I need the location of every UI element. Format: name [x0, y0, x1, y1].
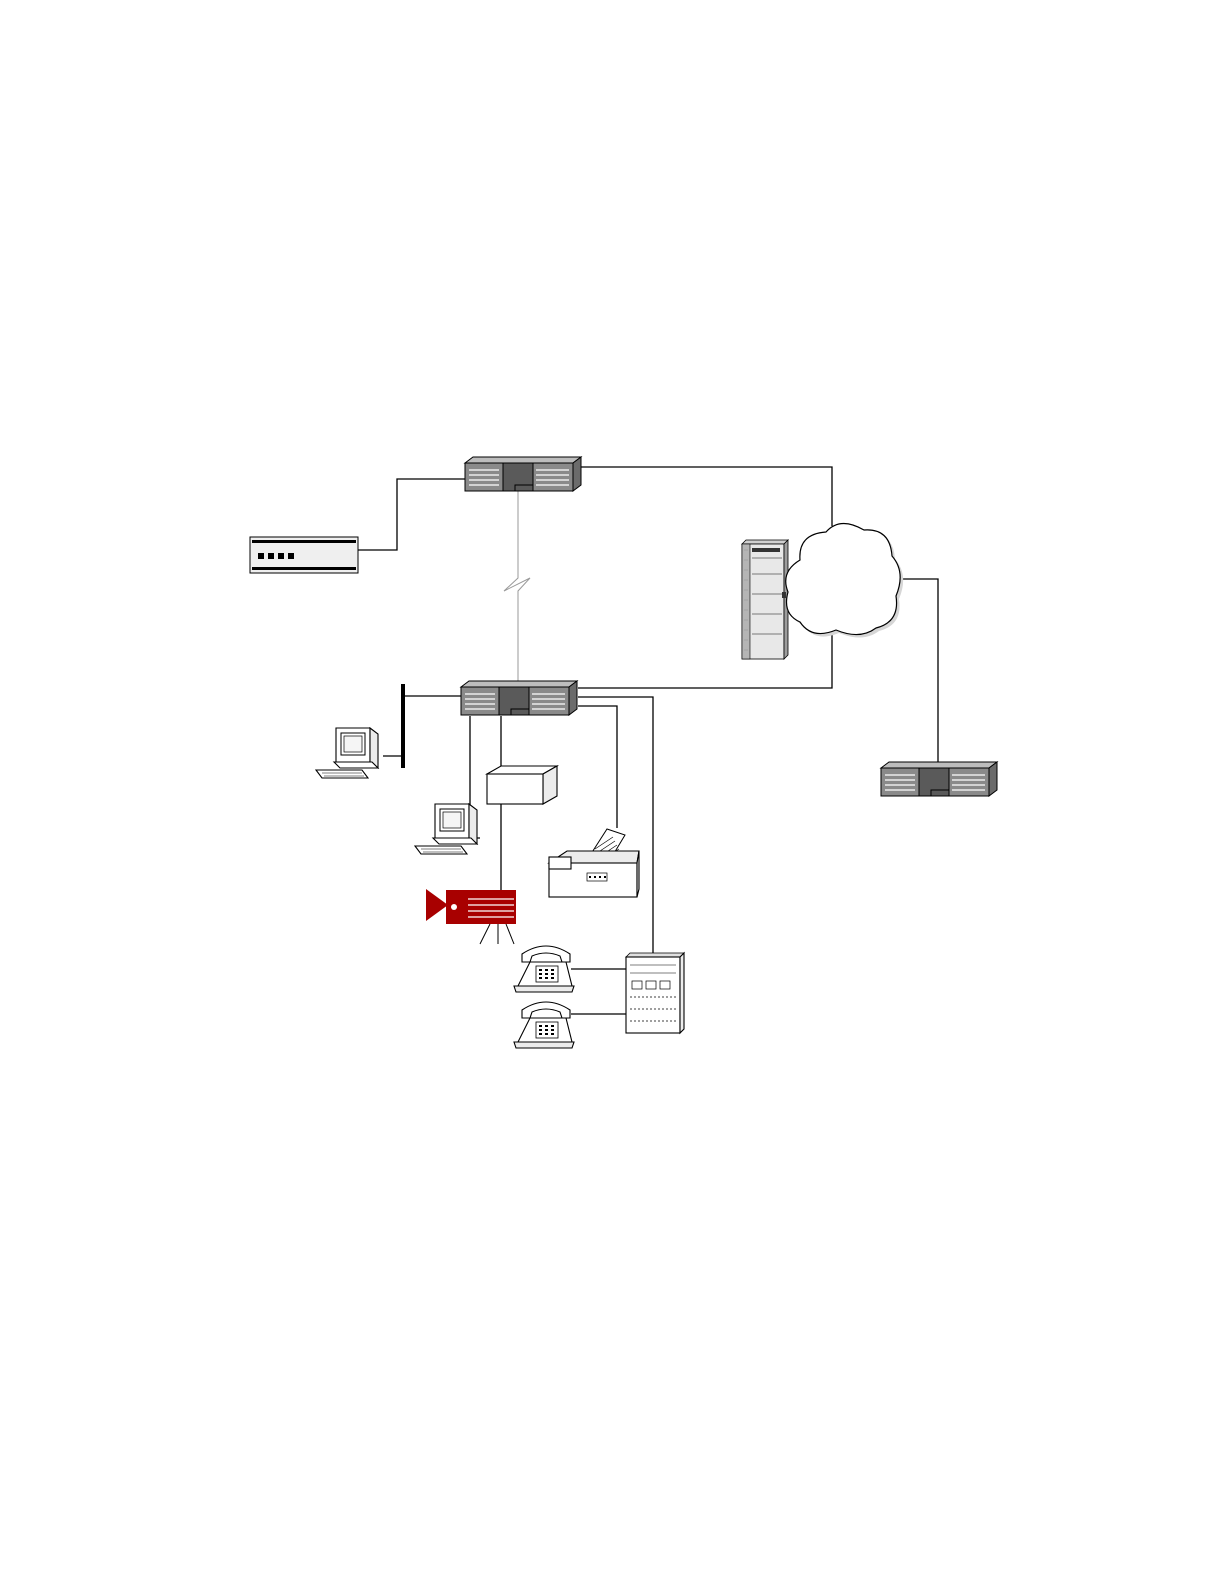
telephone-icon[interactable] — [514, 946, 574, 992]
box-icon[interactable] — [487, 766, 557, 804]
computer-icon[interactable] — [415, 804, 477, 854]
video-camera-icon[interactable] — [426, 889, 516, 944]
pbx-cabinet-icon[interactable] — [626, 953, 684, 1033]
link-router-center-printer — [578, 706, 617, 828]
modem-icon[interactable] — [250, 537, 358, 573]
telephone-icon[interactable] — [514, 1002, 574, 1048]
link-serial-top-center — [504, 491, 530, 684]
router-icon[interactable] — [461, 681, 577, 715]
link-router-center-cloud — [578, 632, 832, 688]
link-router-center-pbx — [578, 697, 653, 954]
router-icon[interactable] — [465, 457, 581, 491]
cloud-icon[interactable] — [786, 523, 903, 637]
computer-icon[interactable] — [316, 728, 378, 778]
router-icon[interactable] — [881, 762, 997, 796]
printer-icon[interactable] — [549, 829, 639, 897]
link-cloud-router-right — [900, 579, 938, 762]
server-tower-icon[interactable] — [742, 540, 788, 659]
link-router-top-cloud — [580, 467, 832, 526]
link-router-top-modem — [358, 479, 466, 550]
